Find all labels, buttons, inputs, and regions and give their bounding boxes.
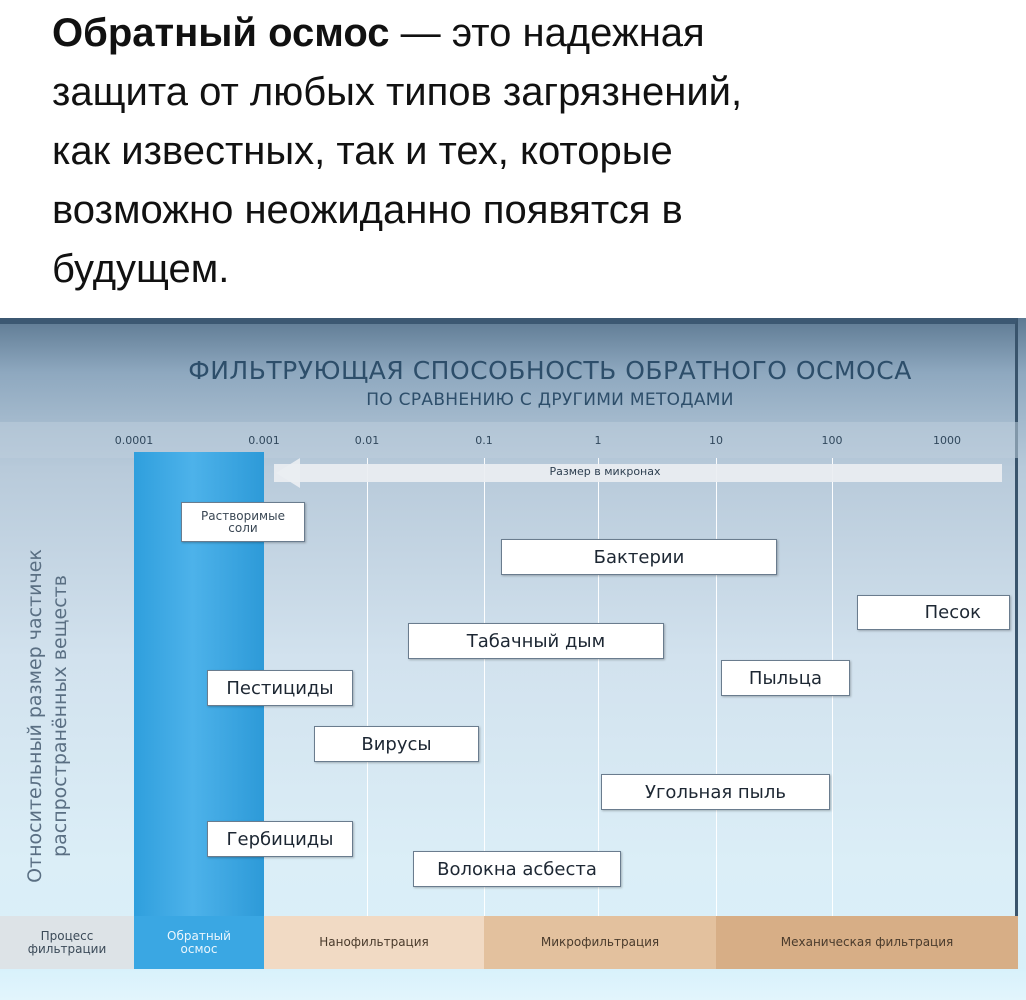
- process-header-cell: Процесс фильтрации: [0, 916, 134, 969]
- scale-tick-4: 1: [594, 434, 602, 447]
- scale-tick-3: 0.1: [475, 434, 493, 447]
- scale-tick-6: 100: [821, 434, 843, 447]
- filtration-diagram: ФИЛЬТРУЮЩАЯ СПОСОБНОСТЬ ОБРАТНОГО ОСМОСА…: [0, 318, 1026, 1000]
- process-microfiltration-cell: Микрофильтрация: [484, 916, 716, 969]
- box-sand: Песок: [857, 595, 1010, 630]
- grid-line-10: [716, 458, 717, 918]
- size-arrow-head: [276, 458, 300, 488]
- process-mechanical-filtration-cell: Механическая фильтрация: [716, 916, 1018, 969]
- headline: Обратный осмос — это надежная защита от …: [52, 4, 992, 299]
- y-axis-label-line-1: Относительный размер частичек: [24, 549, 46, 883]
- box-soluble-salts: Растворимые соли: [181, 502, 305, 542]
- scale-tick-0: 0.0001: [114, 434, 154, 447]
- diagram-title: ФИЛЬТРУЮЩАЯ СПОСОБНОСТЬ ОБРАТНОГО ОСМОСА: [188, 356, 912, 385]
- process-ro-line-1: Обратный: [167, 928, 231, 943]
- headline-line-3: как известных, так и тех, которые: [52, 129, 673, 173]
- box-pollen: Пыльца: [721, 660, 850, 696]
- y-axis-label: Относительный размер частичек распростра…: [23, 506, 73, 926]
- box-bacteria: Бактерии: [501, 539, 777, 575]
- grid-line-1: [598, 458, 599, 918]
- headline-line-4: возможно неожиданно появятся в: [52, 188, 683, 232]
- headline-bold: Обратный осмос: [52, 11, 390, 55]
- bottom-strip: [0, 969, 1026, 1000]
- box-pesticides: Пестициды: [207, 670, 353, 706]
- grid-line-0.1: [484, 458, 485, 918]
- box-asbestos: Волокна асбеста: [413, 851, 621, 887]
- scale-tick-2: 0.01: [354, 434, 380, 447]
- process-header-line-1: Процесс: [40, 928, 94, 943]
- grid-line-0.01: [367, 458, 368, 918]
- size-arrow-shaft: [274, 464, 1002, 482]
- box-viruses: Вирусы: [314, 726, 479, 762]
- headline-line-1-rest: — это надежная: [389, 11, 705, 55]
- process-nanofiltration-cell: Нанофильтрация: [264, 916, 484, 969]
- box-herbicides: Гербициды: [207, 821, 353, 857]
- size-arrow-label: Размер в микронах: [549, 465, 661, 478]
- process-header-line-2: фильтрации: [27, 941, 107, 956]
- box-soluble-salts-line-1: Растворимые: [201, 509, 285, 523]
- diagram-subtitle: ПО СРАВНЕНИЮ С ДРУГИМИ МЕТОДАМИ: [366, 390, 734, 410]
- process-reverse-osmosis-cell: Обратный осмос: [134, 916, 264, 969]
- box-soluble-salts-line-2: соли: [228, 521, 258, 535]
- box-tobacco-smoke: Табачный дым: [408, 623, 664, 659]
- scale-tick-7: 1000: [933, 434, 961, 447]
- scale-tick-5: 10: [709, 434, 723, 447]
- headline-line-2: защита от любых типов загрязнений,: [52, 70, 743, 114]
- process-ro-line-2: осмос: [180, 941, 218, 956]
- scale-tick-1: 0.001: [248, 434, 280, 447]
- y-axis-label-line-2: распространённых веществ: [49, 575, 71, 857]
- box-coal-dust: Угольная пыль: [601, 774, 830, 810]
- headline-line-5: будущем.: [52, 247, 230, 291]
- headline-line-1: Обратный осмос — это надежная: [52, 4, 992, 63]
